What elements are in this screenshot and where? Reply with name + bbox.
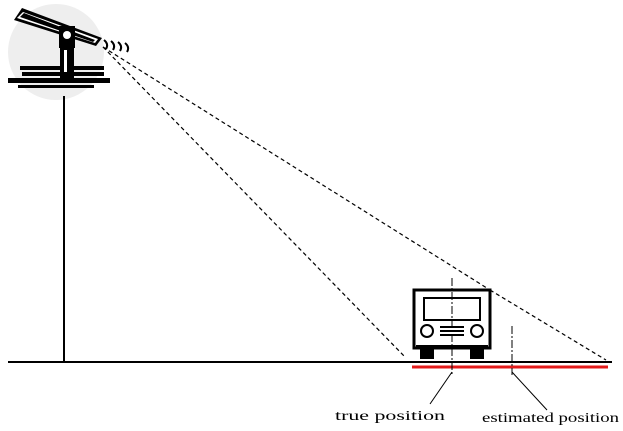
surveillance-camera-icon <box>8 8 130 88</box>
sight-line-near <box>102 46 406 358</box>
estimated-position-label: estimated position <box>482 411 619 426</box>
sight-line-far <box>489 289 607 361</box>
sight-line-top <box>102 46 491 291</box>
true-position-label: true position <box>335 409 445 424</box>
true-position-leader <box>429 371 453 405</box>
estimated-position-leader <box>511 371 548 411</box>
